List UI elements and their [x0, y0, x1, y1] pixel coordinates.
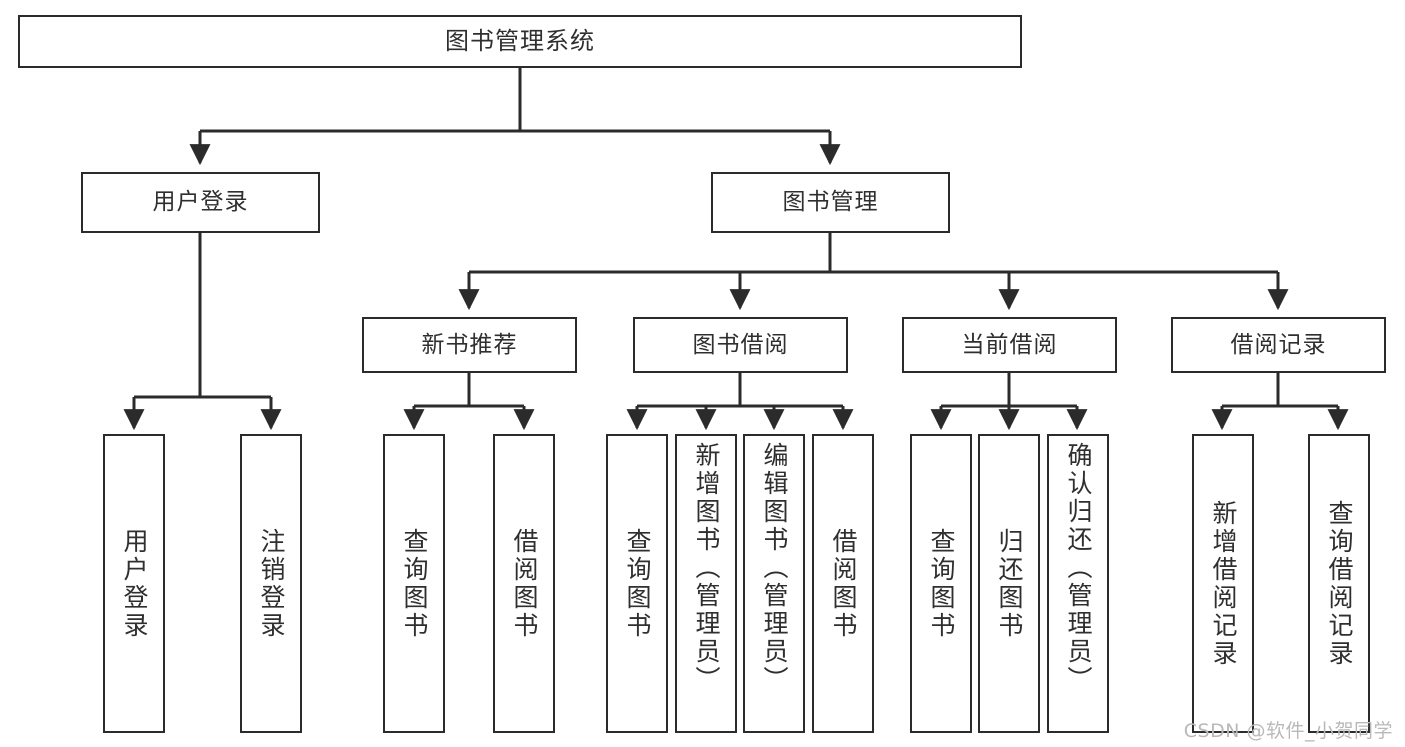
leaf-add-record[interactable]: 新增借阅记录 [1192, 434, 1254, 733]
leaf-user-logout-label: 注销登录 [257, 527, 286, 640]
leaf-user-login[interactable]: 用户登录 [103, 434, 165, 733]
leaf-add-book-label: 新增图书（管理员） [692, 442, 721, 694]
leaf-query-book-1[interactable]: 查询图书 [383, 434, 445, 733]
leaf-edit-book[interactable]: 编辑图书（管理员） [743, 434, 805, 733]
node-root-label: 图书管理系统 [445, 26, 595, 55]
leaf-query-book-3[interactable]: 查询图书 [910, 434, 972, 733]
leaf-query-book-2[interactable]: 查询图书 [606, 434, 668, 733]
node-borrow-record[interactable]: 借阅记录 [1171, 317, 1386, 373]
node-book-manage[interactable]: 图书管理 [711, 172, 950, 233]
leaf-query-book-1-label: 查询图书 [400, 527, 429, 640]
watermark: CSDN @软件_小贺同学 [1183, 720, 1393, 742]
node-root[interactable]: 图书管理系统 [18, 15, 1022, 68]
node-new-book-rec-label: 新书推荐 [421, 331, 518, 358]
leaf-borrow-book-2-label: 借阅图书 [829, 527, 858, 640]
leaf-borrow-book-1-label: 借阅图书 [510, 527, 539, 640]
leaf-confirm-return-label: 确认归还（管理员） [1064, 442, 1093, 694]
node-current-borrow[interactable]: 当前借阅 [902, 317, 1117, 373]
node-borrow-record-label: 借阅记录 [1230, 331, 1327, 358]
leaf-query-record-label: 查询借阅记录 [1325, 499, 1354, 668]
node-new-book-rec[interactable]: 新书推荐 [362, 317, 577, 373]
leaf-borrow-book-2[interactable]: 借阅图书 [812, 434, 874, 733]
leaf-edit-book-label: 编辑图书（管理员） [760, 442, 789, 694]
node-book-manage-label: 图书管理 [782, 189, 879, 216]
leaf-borrow-book-1[interactable]: 借阅图书 [493, 434, 555, 733]
leaf-query-book-2-label: 查询图书 [623, 527, 652, 640]
leaf-query-book-3-label: 查询图书 [927, 527, 956, 640]
node-book-borrow[interactable]: 图书借阅 [633, 317, 848, 373]
leaf-add-record-label: 新增借阅记录 [1209, 499, 1238, 668]
leaf-return-book[interactable]: 归还图书 [978, 434, 1040, 733]
node-user-login[interactable]: 用户登录 [81, 172, 320, 233]
node-current-borrow-label: 当前借阅 [961, 331, 1058, 358]
leaf-user-login-label: 用户登录 [120, 527, 149, 640]
leaf-add-book[interactable]: 新增图书（管理员） [675, 434, 737, 733]
node-user-login-label: 用户登录 [152, 189, 249, 216]
node-book-borrow-label: 图书借阅 [692, 331, 789, 358]
leaf-user-logout[interactable]: 注销登录 [240, 434, 302, 733]
leaf-query-record[interactable]: 查询借阅记录 [1308, 434, 1370, 733]
leaf-confirm-return[interactable]: 确认归还（管理员） [1047, 434, 1109, 733]
leaf-return-book-label: 归还图书 [995, 527, 1024, 640]
